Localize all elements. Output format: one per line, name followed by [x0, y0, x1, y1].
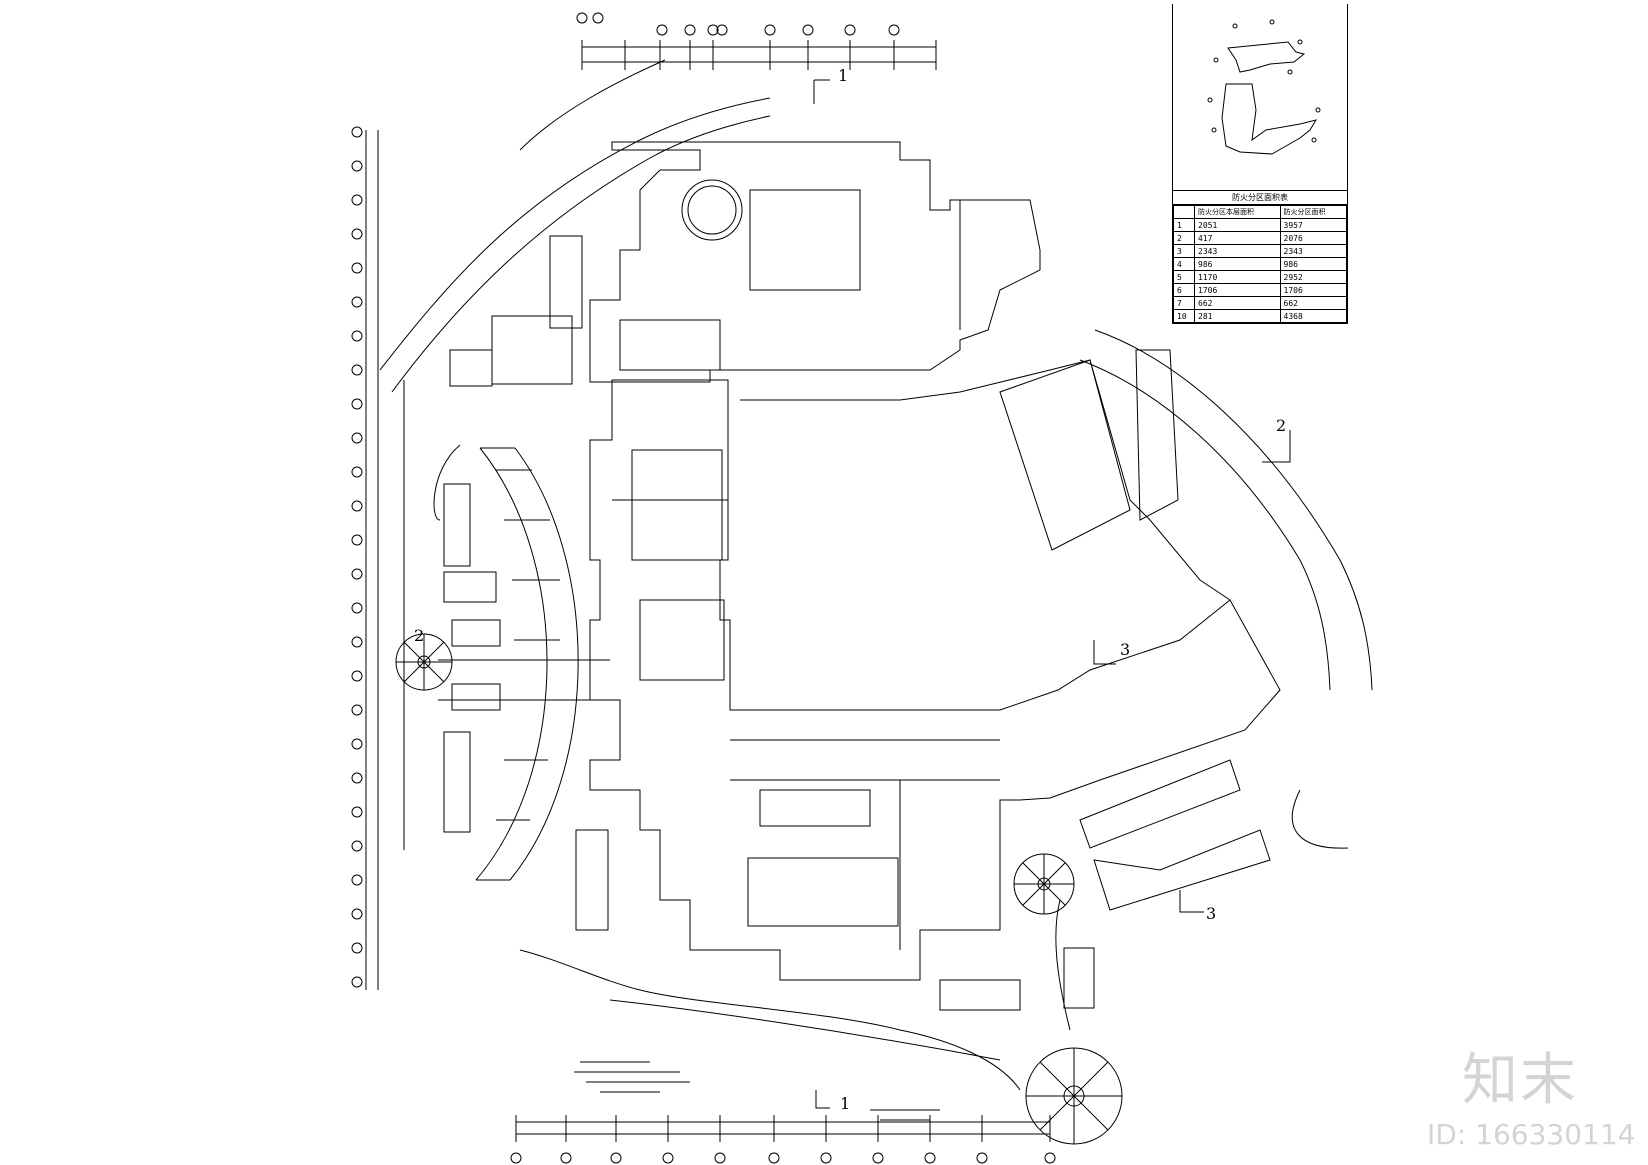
zone-total-area: 2076 — [1279, 231, 1347, 245]
fire-zone-area-table: 防火分区面积表 防火分区本层面积 防火分区面积 1 2051 3957 2 41… — [1172, 190, 1348, 324]
legend-header: 防火分区本层面积 — [1194, 205, 1281, 219]
zone-floor-area: 662 — [1194, 296, 1281, 310]
zone-total-area: 2343 — [1279, 244, 1347, 258]
section-mark-1-bottom: 1 — [840, 1094, 851, 1113]
section-mark-2-left: 2 — [414, 626, 425, 645]
zone-total-area: 2952 — [1279, 270, 1347, 284]
parking-areas — [443, 235, 1271, 1011]
section-mark-3-low: 3 — [1206, 904, 1217, 923]
legend-title: 防火分区面积表 — [1173, 191, 1347, 205]
section-mark-1-top: 1 — [838, 66, 849, 85]
table-row: 5 1170 2952 — [1173, 270, 1347, 284]
legend-header: 防火分区面积 — [1279, 205, 1347, 219]
table-row: 7 662 662 — [1173, 296, 1347, 310]
zone-floor-area: 2051 — [1194, 218, 1281, 232]
zone-floor-area: 1706 — [1194, 283, 1281, 297]
legend-header-row: 防火分区本层面积 防火分区面积 — [1173, 205, 1347, 219]
zone-floor-area: 417 — [1194, 231, 1281, 245]
section-mark-3-mid: 3 — [1120, 640, 1131, 659]
zone-total-area: 1706 — [1279, 283, 1347, 297]
table-row: 6 1706 1706 — [1173, 283, 1347, 297]
main-building — [589, 141, 1281, 981]
round-feature-north — [681, 179, 743, 241]
zone-no: 2 — [1173, 231, 1195, 245]
zone-total-area: 662 — [1279, 296, 1347, 310]
water-feature — [574, 1061, 940, 1121]
table-row: 4 986 986 — [1173, 257, 1347, 271]
section-mark-2-right: 2 — [1276, 416, 1287, 435]
zone-no: 3 — [1173, 244, 1195, 258]
zone-floor-area: 986 — [1194, 257, 1281, 271]
table-row: 2 417 2076 — [1173, 231, 1347, 245]
table-row: 1 2051 3957 — [1173, 218, 1347, 232]
site-roads — [379, 59, 1373, 1091]
zone-total-area: 4368 — [1279, 309, 1347, 323]
zone-no: 4 — [1173, 257, 1195, 271]
zone-no: 6 — [1173, 283, 1195, 297]
zone-no: 5 — [1173, 270, 1195, 284]
west-arc-wing — [433, 444, 610, 881]
zone-floor-area: 2343 — [1194, 244, 1281, 258]
zone-total-area: 986 — [1279, 257, 1347, 271]
zone-no: 1 — [1173, 218, 1195, 232]
table-row: 10 281 4368 — [1173, 309, 1347, 323]
table-row: 3 2343 2343 — [1173, 244, 1347, 258]
key-plan — [1207, 19, 1321, 155]
watermark-logo: 知末 — [1462, 1048, 1578, 1113]
zone-total-area: 3957 — [1279, 218, 1347, 232]
roundabout-south — [1025, 1047, 1123, 1145]
watermark-id: ID: 166330114 — [1427, 1118, 1636, 1151]
compass-rose-west — [395, 633, 453, 691]
top-dimension-line — [576, 12, 937, 70]
zone-floor-area: 281 — [1194, 309, 1281, 323]
bottom-dimension-line — [510, 1115, 1056, 1164]
key-plan-frame — [1172, 4, 1348, 190]
zone-floor-area: 1170 — [1194, 270, 1281, 284]
zone-no: 10 — [1173, 309, 1195, 323]
section-cut-lines — [813, 79, 1291, 1109]
zone-no: 7 — [1173, 296, 1195, 310]
legend-header — [1173, 205, 1195, 219]
left-dimension-line — [351, 126, 405, 990]
compass-rose-east — [1013, 853, 1075, 915]
legend-table: 防火分区本层面积 防火分区面积 1 2051 3957 2 417 2076 3… — [1173, 205, 1347, 323]
